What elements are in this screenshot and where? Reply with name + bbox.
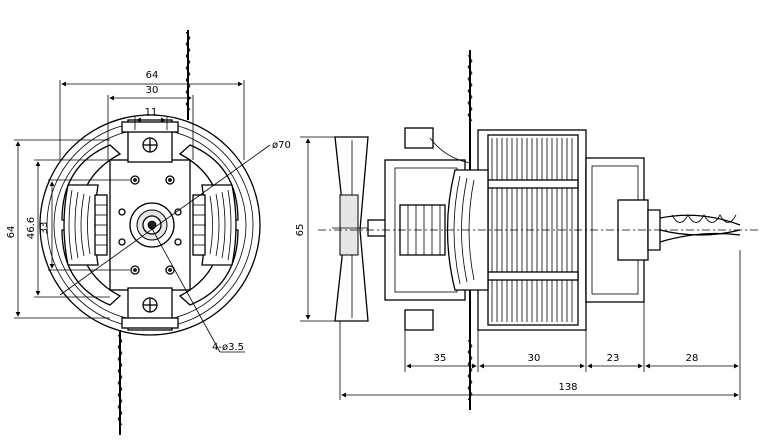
- rear-wire-bundle: [659, 214, 741, 243]
- dim-width-mid-label: 30: [146, 85, 159, 96]
- front-dim-width-outer: [59, 80, 245, 160]
- front-lead-wire-bottom: [117, 330, 123, 435]
- dim-width-slot-label: 11: [145, 107, 158, 118]
- front-dim-height-outer: [14, 139, 110, 319]
- dim-seg-bracket-label: 23: [607, 353, 620, 364]
- side-dim-chain: [339, 250, 741, 400]
- front-dim-width-slot: [134, 116, 168, 130]
- commutator: [399, 204, 446, 256]
- front-hole-leader: [149, 224, 221, 353]
- dim-seg-fan-label: 35: [434, 353, 447, 364]
- front-coil-right: [192, 184, 237, 266]
- front-dim-height-mid: [34, 159, 110, 298]
- front-mounting-holes: [118, 175, 182, 275]
- dim-total-length-label: 138: [558, 382, 577, 393]
- dim-holes-label: 4-ø3.5: [212, 342, 244, 353]
- fan-blade: [332, 136, 372, 322]
- dim-height-inner-label: 33: [39, 222, 50, 235]
- front-dim-height-inner: [48, 179, 130, 271]
- front-lead-wire-top: [185, 30, 191, 120]
- side-view: 65: [295, 50, 760, 410]
- dim-height-mid-label: 46.6: [26, 217, 37, 239]
- fan-dim: 65: [295, 136, 338, 322]
- dim-height-outer-label: 64: [6, 226, 17, 239]
- dim-seg-stator-label: 30: [528, 353, 541, 364]
- front-coil-left: [63, 184, 108, 266]
- dim-seg-shaft-label: 28: [686, 353, 699, 364]
- front-bearing: [129, 202, 175, 248]
- front-dim-width-mid: [107, 95, 194, 160]
- front-view: 64 30 11 ø70 64 46.6 33 4-ø3.5: [6, 30, 291, 435]
- dim-fan-height-label: 65: [295, 224, 306, 237]
- dim-diameter-label: ø70: [272, 140, 291, 151]
- dim-width-outer-label: 64: [146, 70, 159, 81]
